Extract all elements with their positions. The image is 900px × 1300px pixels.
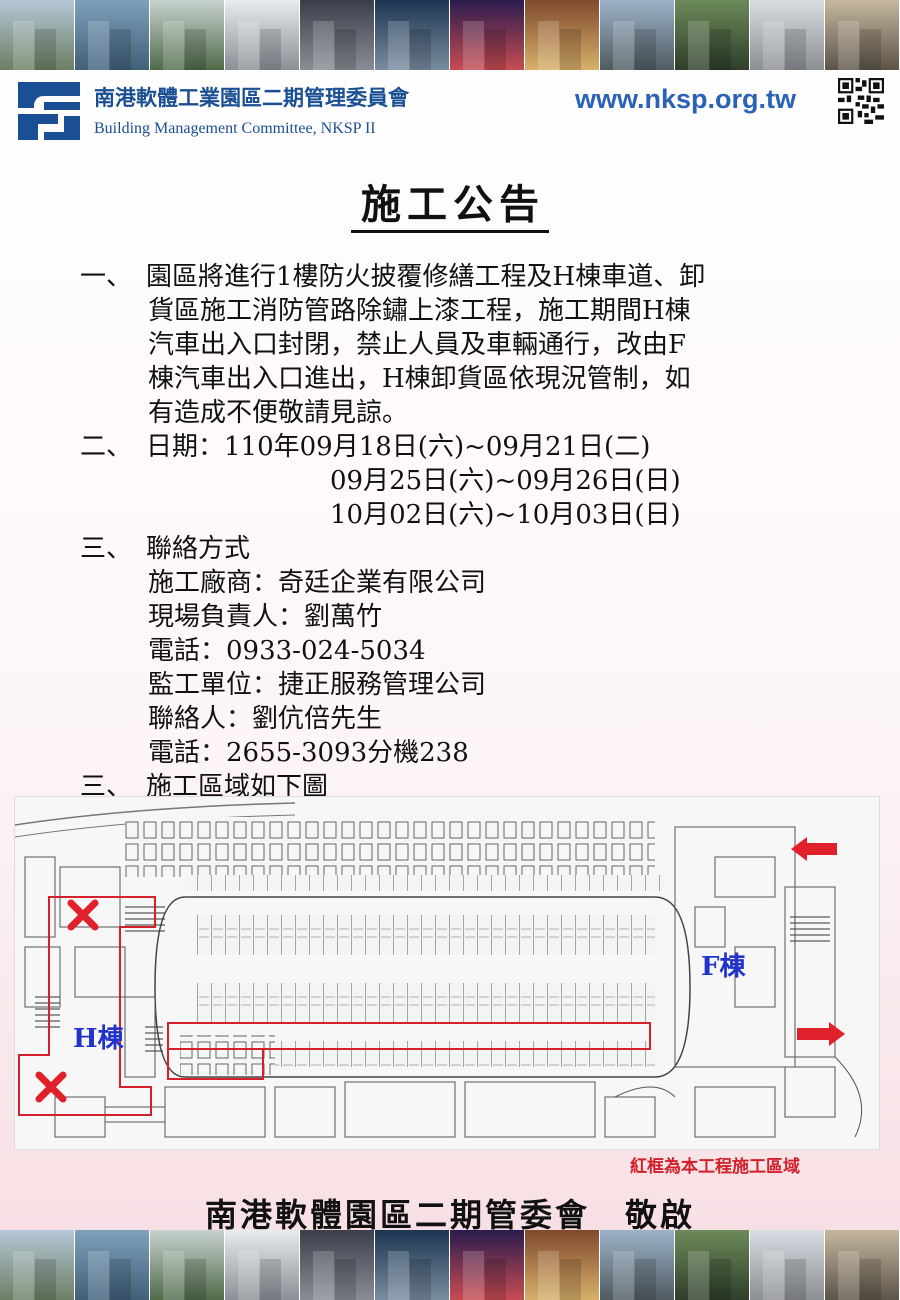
banner-photo — [300, 0, 375, 70]
contact-line: 現場負責人：劉萬竹 — [148, 602, 383, 632]
banner-photo — [375, 0, 450, 70]
bottom-photo-banner — [0, 1230, 900, 1300]
banner-photo — [75, 1230, 150, 1300]
notice-item-1-line: 一、園區將進行1樓防火披覆修繕工程及H棟車道、卸 — [80, 260, 705, 294]
notice-item-1-line: 有造成不便敬請見諒。 — [148, 398, 409, 428]
banner-photo — [225, 0, 300, 70]
signature: 南港軟體園區二期管委會 敬啟 — [204, 1196, 695, 1234]
banner-photo — [825, 1230, 900, 1300]
banner-photo — [150, 1230, 225, 1300]
item-number: 一、 — [80, 262, 133, 292]
construction-zone-outline — [18, 896, 651, 1116]
letterhead: 南港軟體工業園區二期管理委員會 Building Management Comm… — [0, 70, 900, 150]
contact-line: 聯絡人：劉伉倍先生 — [148, 704, 383, 734]
date-range: 09月25日(六)~09月26日(日) — [330, 466, 681, 496]
notice-item-3-heading: 三、聯絡方式 — [80, 532, 250, 566]
banner-photo — [525, 0, 600, 70]
contact-line: 電話：0933-024-5034 — [148, 636, 426, 666]
banner-photo — [450, 1230, 525, 1300]
notice-item-2-line: 二、日期：110年09月18日(六)~09月21日(二) — [80, 430, 650, 464]
banner-photo — [450, 0, 525, 70]
banner-photo — [150, 0, 225, 70]
banner-photo — [675, 1230, 750, 1300]
banner-photo — [600, 1230, 675, 1300]
left-arrow-icon — [791, 837, 837, 861]
date-range: 110年09月18日(六)~09月21日(二) — [224, 432, 651, 462]
banner-photo — [0, 0, 75, 70]
notice-item-1-line: 貨區施工消防管路除鏽上漆工程，施工期間H棟 — [148, 296, 691, 326]
map-caption: 紅框為本工程施工區域 — [630, 1157, 800, 1177]
qr-code-icon — [838, 78, 884, 124]
banner-photo — [750, 0, 825, 70]
building-h-label: H棟 — [73, 1024, 125, 1054]
banner-photo — [825, 0, 900, 70]
construction-floor-plan: H棟 F棟 — [14, 796, 880, 1150]
nksp-logo-icon — [14, 74, 84, 144]
contact-line: 監工單位：捷正服務管理公司 — [148, 670, 487, 700]
banner-photo — [675, 0, 750, 70]
banner-photo — [225, 1230, 300, 1300]
closed-entrance-marker — [35, 1071, 67, 1103]
banner-photo — [300, 1230, 375, 1300]
item-text: 園區將進行1樓防火披覆修繕工程及H棟車道、卸 — [146, 262, 706, 292]
notice-item-1-line: 棟汽車出入口進出，H棟卸貨區依現況管制，如 — [148, 364, 691, 394]
item-number: 二、 — [80, 432, 133, 462]
banner-photo — [375, 1230, 450, 1300]
website-link[interactable]: www.nksp.org.tw — [575, 84, 797, 114]
date-range: 10月02日(六)~10月03日(日) — [330, 500, 681, 530]
item-number: 三、 — [80, 534, 133, 564]
contact-line: 電話：2655-3093分機238 — [148, 738, 469, 768]
date-label: 日期： — [146, 432, 225, 462]
org-name-en: Building Management Committee, NKSP II — [94, 120, 376, 137]
right-arrow-icon — [797, 1022, 845, 1046]
closed-entrance-marker — [67, 899, 99, 931]
notice-item-1-line: 汽車出入口封閉，禁止人員及車輛通行，改由F — [148, 330, 687, 360]
notice-title: 施工公告 — [0, 172, 900, 233]
org-name-zh: 南港軟體工業園區二期管理委員會 — [94, 86, 409, 110]
banner-photo — [600, 0, 675, 70]
floor-plan-drawing: H棟 F棟 — [15, 797, 879, 1149]
banner-photo — [75, 0, 150, 70]
building-f-label: F棟 — [701, 952, 746, 982]
banner-photo — [0, 1230, 75, 1300]
banner-photo — [750, 1230, 825, 1300]
item-text: 聯絡方式 — [146, 534, 251, 564]
notice-title-text: 施工公告 — [351, 181, 549, 233]
contact-line: 施工廠商：奇廷企業有限公司 — [148, 568, 487, 598]
top-photo-banner — [0, 0, 900, 70]
banner-photo — [525, 1230, 600, 1300]
